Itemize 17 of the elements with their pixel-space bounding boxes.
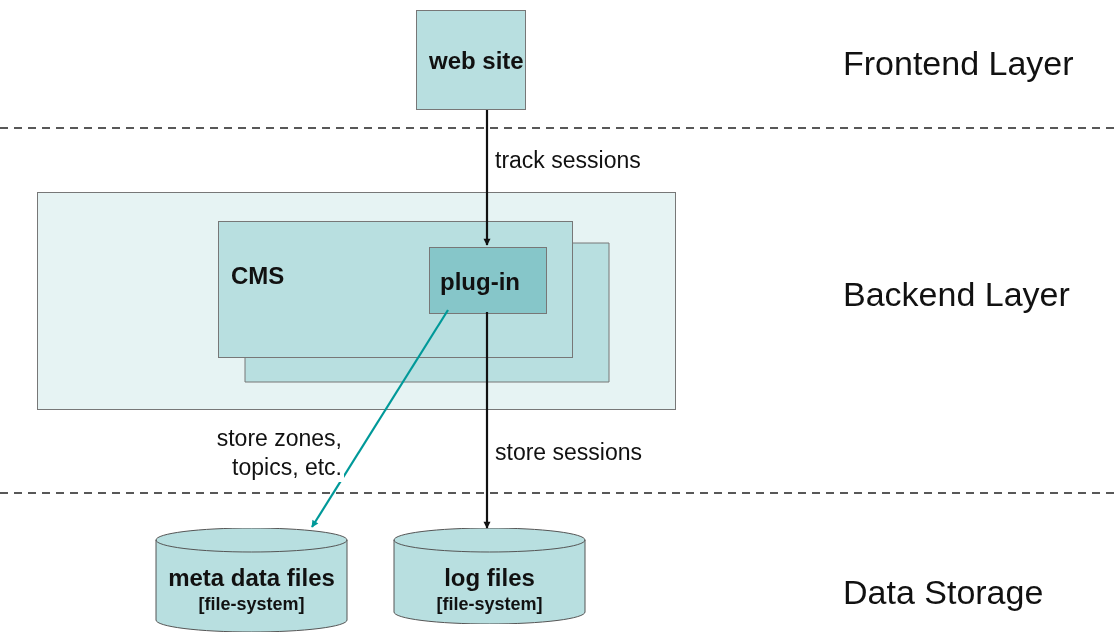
layer-label: Backend Layer (843, 275, 1070, 314)
node-title: web site (429, 47, 524, 75)
node-subtitle: [file-system] (435, 594, 544, 615)
arrow (483, 312, 491, 529)
layer-label: Data Storage (843, 573, 1044, 612)
container-box (37, 192, 676, 410)
layer-label: Frontend Layer (843, 44, 1074, 83)
cms-box (218, 221, 573, 358)
web-site-box (416, 10, 526, 110)
node-subtitle: [file-system] (197, 594, 306, 615)
arrow (483, 110, 491, 246)
node-title: CMS (231, 262, 285, 290)
plugin-box (429, 247, 547, 314)
arrow (311, 309, 449, 528)
node-title: log files (443, 564, 536, 592)
node-title: meta data files (167, 564, 336, 592)
node-title: plug-in (440, 268, 520, 296)
